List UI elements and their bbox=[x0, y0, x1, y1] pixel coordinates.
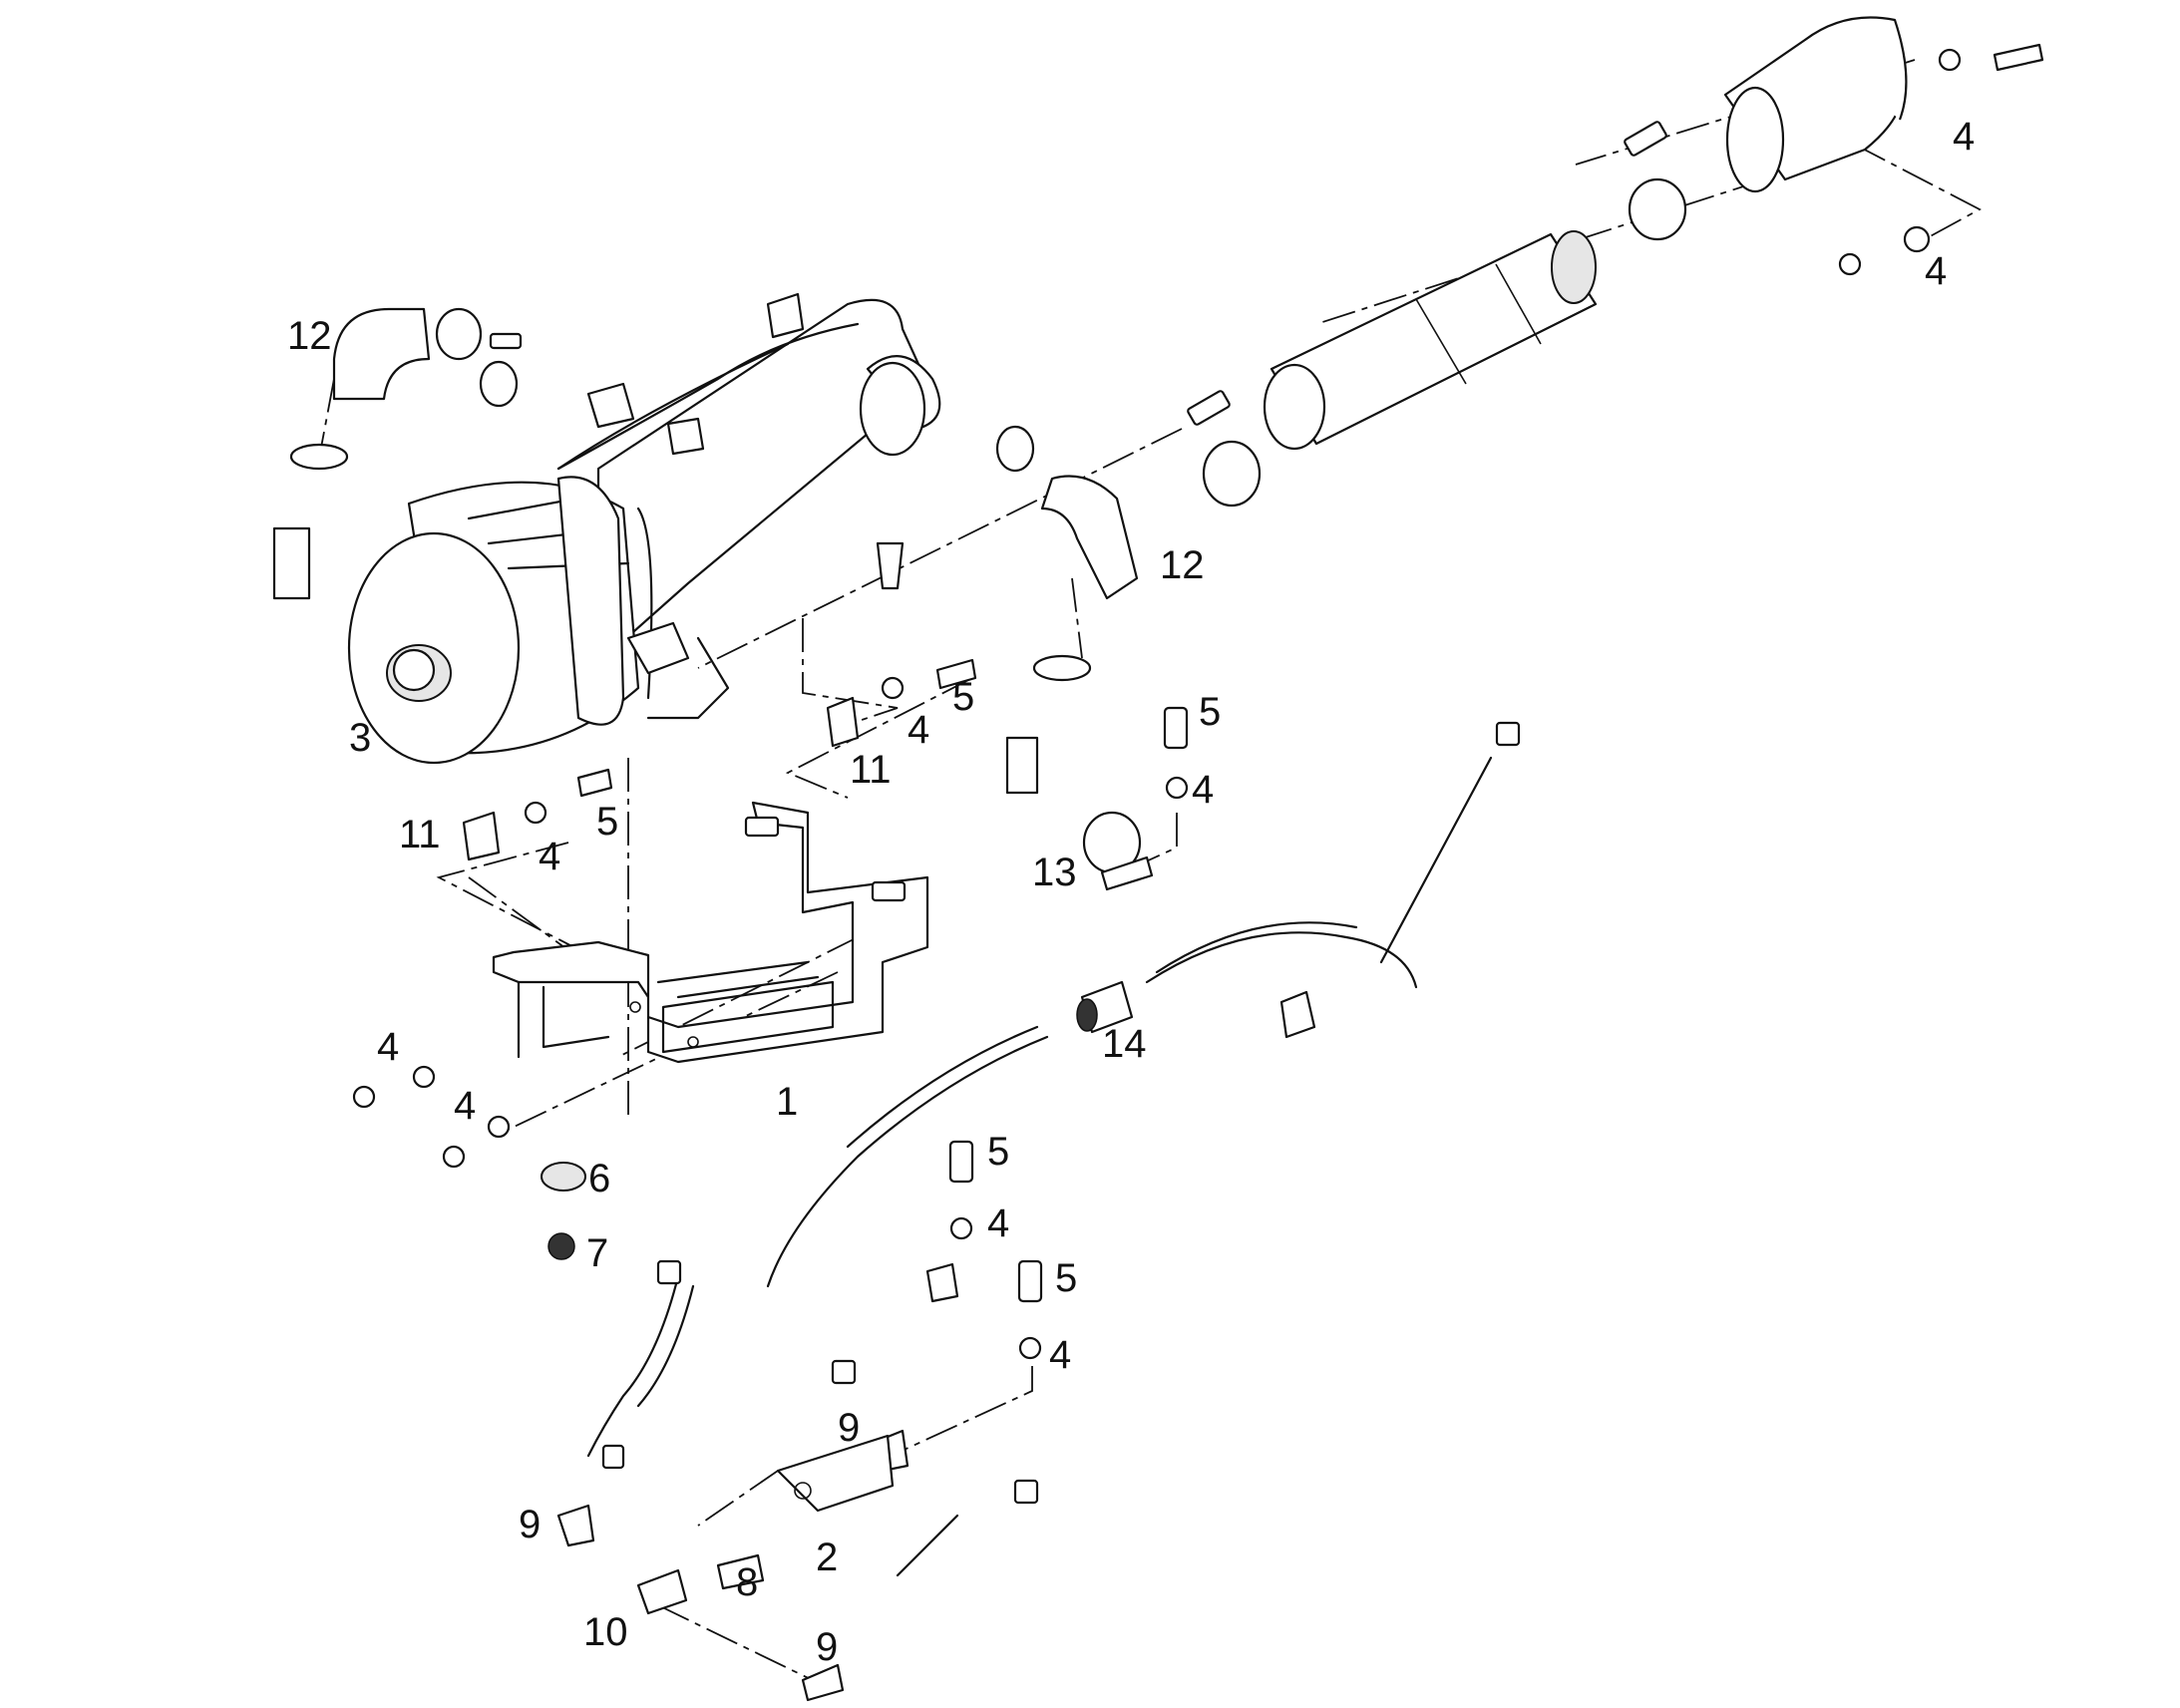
fuel-fittings bbox=[556, 721, 1521, 1702]
callout-4: 4 bbox=[454, 1084, 476, 1128]
callout-6: 6 bbox=[588, 1157, 610, 1200]
callout-14: 14 bbox=[1102, 1022, 1147, 1066]
callout-4: 4 bbox=[1953, 115, 1975, 159]
fasteners bbox=[352, 43, 2044, 1360]
flex-hoses bbox=[272, 307, 1139, 795]
callout-4: 4 bbox=[377, 1025, 399, 1069]
callout-9: 9 bbox=[816, 1625, 838, 1669]
callout-5: 5 bbox=[987, 1130, 1009, 1174]
callout-11: 11 bbox=[850, 748, 892, 792]
fuel-lines bbox=[586, 756, 1493, 1577]
callout-10: 10 bbox=[583, 1610, 628, 1654]
hose-clamps bbox=[479, 121, 1687, 508]
callout-13: 13 bbox=[1032, 851, 1077, 894]
callout-12: 12 bbox=[1160, 543, 1205, 587]
callout-4: 4 bbox=[539, 835, 560, 878]
callout-1: 1 bbox=[776, 1080, 798, 1124]
callout-3: 3 bbox=[349, 716, 371, 760]
callout-5: 5 bbox=[952, 675, 974, 719]
exhaust-pipe bbox=[1263, 230, 1598, 451]
callout-5: 5 bbox=[596, 800, 618, 844]
mounting-clips bbox=[462, 696, 860, 861]
heater-unit bbox=[347, 292, 941, 765]
callout-8: 8 bbox=[736, 1560, 758, 1604]
callout-5: 5 bbox=[1199, 690, 1221, 734]
callout-7: 7 bbox=[586, 1231, 608, 1275]
callout-12: 12 bbox=[287, 314, 332, 358]
mounting-bracket bbox=[492, 801, 929, 1064]
callout-4: 4 bbox=[1192, 768, 1214, 812]
callout-11: 11 bbox=[399, 813, 441, 856]
callout-5: 5 bbox=[1055, 1256, 1077, 1300]
callout-9: 9 bbox=[519, 1503, 541, 1546]
tailpipe-flange bbox=[1723, 16, 1908, 193]
callout-9: 9 bbox=[838, 1406, 860, 1450]
callout-2: 2 bbox=[816, 1536, 838, 1579]
p-clamp bbox=[1082, 811, 1154, 891]
callout-4: 4 bbox=[908, 708, 929, 752]
callout-4: 4 bbox=[1925, 249, 1947, 293]
fuel-pump bbox=[1076, 980, 1134, 1034]
callout-4: 4 bbox=[987, 1201, 1009, 1245]
callout-4: 4 bbox=[1049, 1333, 1071, 1377]
part-number-labels: 1 2 3 4 4 4 4 4 4 4 4 4 5 5 5 5 5 6 7 8 … bbox=[287, 115, 1975, 1669]
